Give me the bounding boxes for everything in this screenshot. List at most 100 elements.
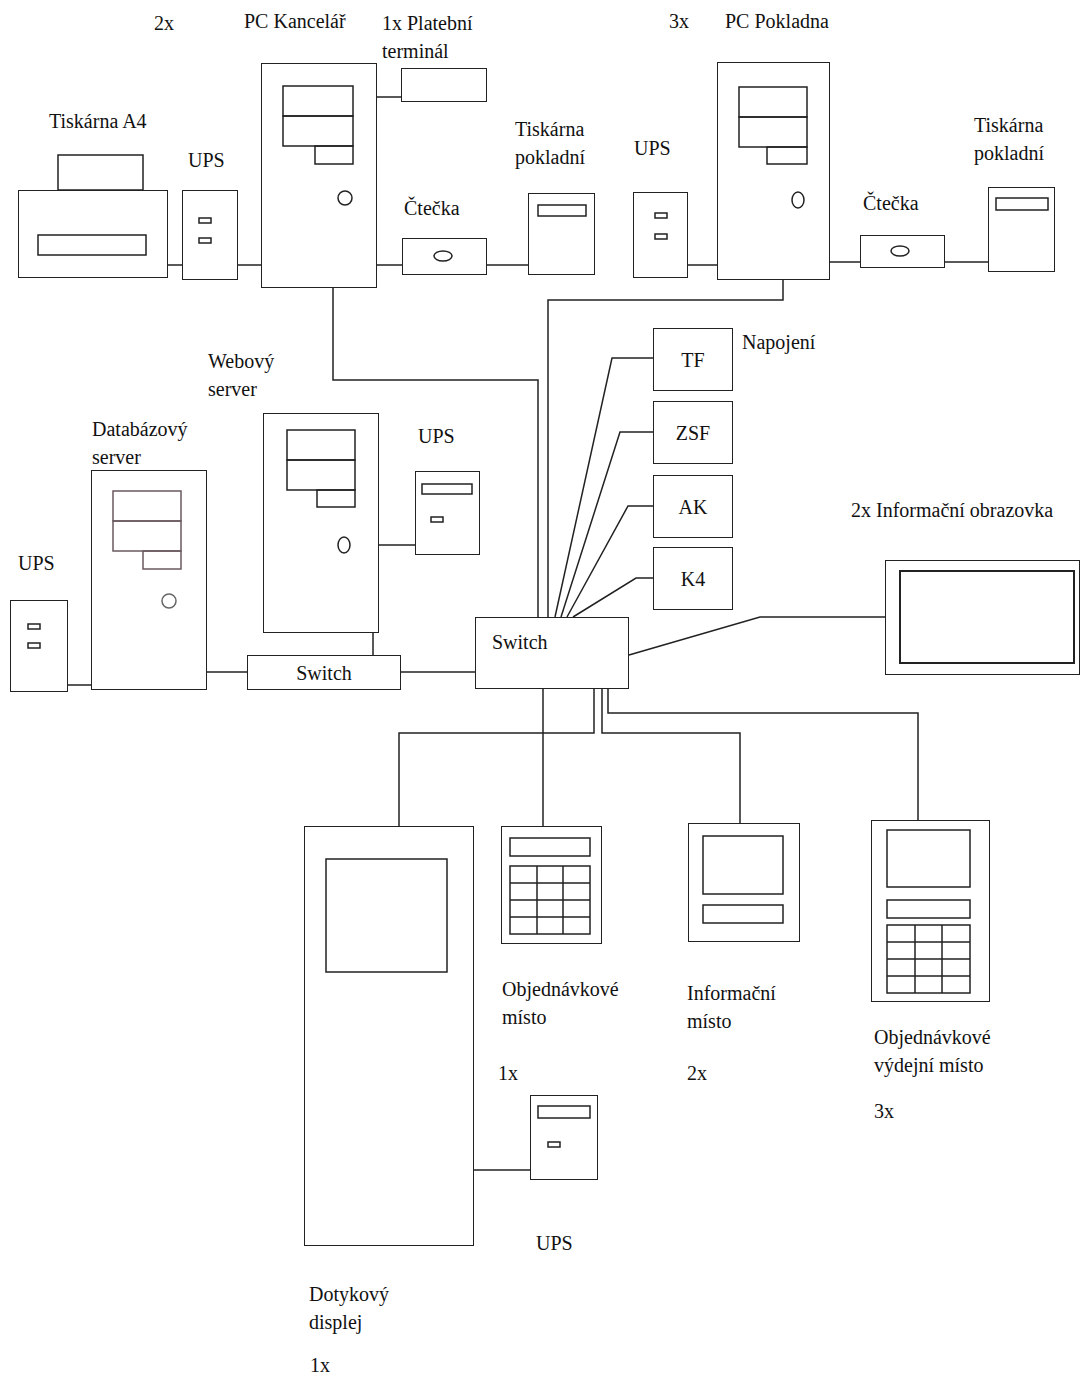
drive-bay xyxy=(143,551,181,569)
drive-bay xyxy=(283,116,353,146)
box-label: TF xyxy=(681,348,704,372)
ups-slit xyxy=(655,213,667,218)
device-label: UPS xyxy=(418,422,455,450)
connection-box: ZSF xyxy=(653,401,733,464)
power-button xyxy=(792,192,804,208)
cable-line xyxy=(207,671,247,673)
cable-line xyxy=(377,96,401,98)
drive-bay xyxy=(287,460,355,490)
drive-bay xyxy=(315,146,353,164)
power-button xyxy=(162,594,176,608)
power-button xyxy=(338,537,350,553)
server-tower: Webový server xyxy=(263,413,379,633)
drive-bay xyxy=(767,147,807,164)
box-label: Switch xyxy=(296,661,352,685)
order-terminal: Objednávkové místo1x xyxy=(501,826,602,944)
cable-line xyxy=(372,633,374,655)
cable-line xyxy=(474,1169,530,1171)
ups-slit xyxy=(548,1142,560,1147)
cable-line xyxy=(945,261,988,263)
device-label: UPS xyxy=(188,146,225,174)
device-label: Tiskárna pokladní xyxy=(515,115,610,171)
box-label: AK xyxy=(679,495,708,519)
touch-kiosk: Dotykový displej1x xyxy=(304,826,474,1246)
device-label: UPS xyxy=(634,134,671,162)
cable-line xyxy=(168,264,182,266)
screen xyxy=(326,859,447,972)
device-label: Tiskárna A4 xyxy=(49,107,147,135)
device-label: 2x xyxy=(154,9,174,37)
device-label: Objednávkové místo xyxy=(502,975,652,1031)
printer-slot xyxy=(38,235,146,255)
device-label: Čtečka xyxy=(404,194,460,222)
card-reader: Čtečka xyxy=(402,238,487,275)
cable-line xyxy=(548,280,783,617)
cable-line xyxy=(602,689,740,823)
server-tower: Databázový server xyxy=(91,470,207,690)
screen xyxy=(510,838,590,856)
device-label: PC Pokladna xyxy=(725,7,829,35)
card-reader: Čtečka xyxy=(860,235,945,268)
ups: UPS xyxy=(415,471,480,555)
drive-bay xyxy=(113,521,181,551)
cable-line xyxy=(542,689,544,826)
ups-slit xyxy=(655,234,667,239)
cable-line xyxy=(573,578,653,617)
ups-slit xyxy=(199,238,211,243)
cable-line xyxy=(68,684,91,686)
drive-bay xyxy=(739,87,807,117)
ups-slit xyxy=(199,218,211,223)
device-label: 2x Informační obrazovka xyxy=(851,496,1061,524)
keypad-grid xyxy=(510,866,590,934)
device-label: 1x Platební terminál xyxy=(382,9,512,65)
cable-line xyxy=(830,261,860,263)
cable-line xyxy=(377,264,402,266)
ups-slit xyxy=(28,624,40,629)
screen xyxy=(887,830,970,887)
ups: UPS xyxy=(10,600,68,692)
info-kiosk: Informační místo2x xyxy=(688,823,800,942)
cable-line xyxy=(399,689,594,826)
pickup-terminal: Objednávkové výdejní místo3x xyxy=(871,820,990,1002)
payment-terminal: 1x Platební terminál xyxy=(401,68,487,102)
network-switch: Switch xyxy=(475,617,629,689)
info-display: 2x Informační obrazovka xyxy=(885,560,1080,675)
printer-tray xyxy=(58,155,143,190)
cable-line xyxy=(688,264,717,266)
drive-bay xyxy=(739,117,807,147)
screen xyxy=(900,571,1074,663)
keypad xyxy=(887,925,970,993)
receipt-printer: Tiskárna pokladní xyxy=(528,193,595,275)
printer: Tiskárna A4 xyxy=(18,190,168,278)
device-label: Webový server xyxy=(208,347,298,403)
device-label: Dotykový displej xyxy=(309,1280,414,1336)
device-label: 2x xyxy=(687,1059,707,1087)
reader-window xyxy=(434,251,452,261)
cable-line xyxy=(555,358,653,617)
cable-line xyxy=(561,432,653,617)
cable-line xyxy=(629,617,885,655)
drive-bay xyxy=(317,490,355,507)
cable-line xyxy=(608,689,918,820)
device-label: Objednávkové výdejní místo xyxy=(874,1023,1024,1079)
cable-line xyxy=(567,506,653,617)
ups-display xyxy=(422,484,472,494)
connection-box: AK xyxy=(653,475,733,538)
drive-bay xyxy=(113,491,181,521)
cable-line xyxy=(487,264,528,266)
device-label: UPS xyxy=(536,1229,573,1257)
pc-tower: 3xPC Pokladna xyxy=(717,62,830,280)
cable-line xyxy=(238,264,261,266)
box-label: K4 xyxy=(681,567,705,591)
device-label: Informační místo xyxy=(687,979,802,1035)
network-switch: Switch xyxy=(247,655,401,690)
ups-slit xyxy=(431,517,443,522)
ups-display xyxy=(538,1106,590,1118)
ups: UPS xyxy=(633,192,688,278)
keypad xyxy=(510,866,590,934)
device-label: 3x xyxy=(669,7,689,35)
keypad-grid xyxy=(887,925,970,993)
reader-window xyxy=(891,246,909,256)
device-label: UPS xyxy=(18,549,55,577)
